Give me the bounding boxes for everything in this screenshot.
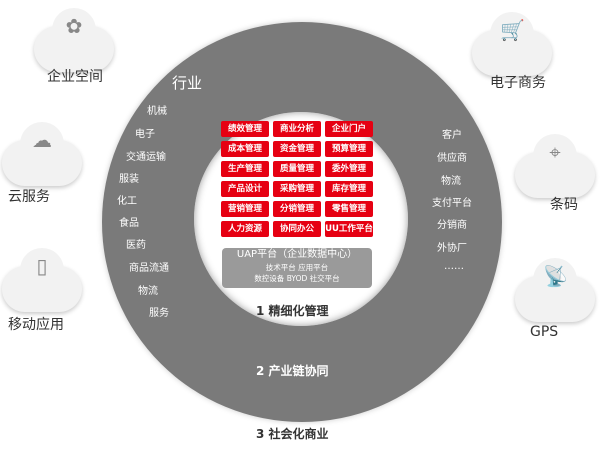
module-cell: 零售管理 [325, 201, 373, 217]
module-grid: 绩效管理 商业分析 企业门户 成本管理 资金管理 预算管理 生产管理 质量管理 … [221, 121, 373, 237]
industry-item: 商品流通 [129, 263, 169, 274]
module-cell: 营销管理 [221, 201, 269, 217]
cloud-ecommerce: 🛒 [472, 12, 552, 76]
chain-item: …… [444, 261, 464, 272]
module-cell: 资金管理 [273, 141, 321, 157]
cloud-barcode: ⌖ [515, 134, 595, 198]
chain-item: 供应商 [437, 153, 467, 164]
module-cell: 商业分析 [273, 121, 321, 137]
cloud-label: 移动应用 [8, 317, 64, 333]
industry-item: 交通运输 [126, 152, 166, 163]
cloud-gps: 📡 [515, 258, 595, 322]
cloud-label: GPS [530, 324, 559, 340]
uap-line: 技术平台 应用平台 [265, 263, 329, 272]
module-cell: 绩效管理 [221, 121, 269, 137]
module-cell: 采购管理 [273, 181, 321, 197]
mobile-chat-icon: ▯ [36, 254, 48, 278]
ring-label-2: 2 产业链协同 [256, 364, 329, 378]
module-cell: 人力资源 [221, 221, 269, 237]
cloud-share-icon: ☁ [32, 128, 52, 152]
industry-title: 行业 [172, 74, 203, 92]
industry-item: 食品 [119, 218, 139, 229]
satellite-icon: 📡 [543, 264, 568, 288]
chain-item: 支付平台 [432, 198, 472, 209]
cloud-label: 条码 [550, 197, 578, 213]
uap-line: 数控设备 BYOD 社交平台 [254, 274, 340, 283]
chain-item: 外协厂 [437, 243, 467, 254]
module-cell: 质量管理 [273, 161, 321, 177]
industry-item: 化工 [117, 196, 137, 207]
chain-item: 客户 [442, 130, 462, 141]
chain-item: 分销商 [437, 220, 467, 231]
chain-item: 物流 [441, 176, 461, 187]
module-cell: 委外管理 [325, 161, 373, 177]
industry-item: 医药 [126, 240, 146, 251]
uap-platform: UAP平台（企业数据中心） 技术平台 应用平台 数控设备 BYOD 社交平台 [222, 248, 372, 288]
industry-item: 机械 [147, 106, 167, 117]
uap-title: UAP平台（企业数据中心） [236, 249, 358, 260]
cloud-label: 电子商务 [490, 75, 546, 91]
module-cell: 分销管理 [273, 201, 321, 217]
module-cell: 协同办公 [273, 221, 321, 237]
cloud-enterprise-space: ✿ [34, 8, 114, 72]
module-cell: 企业门户 [325, 121, 373, 137]
industry-item: 电子 [135, 129, 155, 140]
module-cell: 成本管理 [221, 141, 269, 157]
module-cell: 库存管理 [325, 181, 373, 197]
module-cell: 产品设计 [221, 181, 269, 197]
industry-item: 物流 [138, 286, 158, 297]
industry-item: 服装 [119, 174, 139, 185]
module-cell: 预算管理 [325, 141, 373, 157]
ring-label-3: 3 社会化商业 [256, 427, 329, 441]
module-cell: 生产管理 [221, 161, 269, 177]
cart-icon: 🛒 [500, 18, 525, 42]
cloud-label: 企业空间 [47, 69, 103, 85]
flower-icon: ✿ [65, 14, 83, 38]
ring-label-1: 1 精细化管理 [256, 304, 329, 318]
cloud-cloud-service: ☁ [2, 122, 82, 186]
map-icon: ⌖ [549, 140, 561, 164]
module-cell: UU工作平台 [325, 221, 373, 237]
cloud-label: 云服务 [8, 189, 50, 205]
cloud-mobile: ▯ [2, 248, 82, 312]
industry-item: 服务 [149, 308, 169, 319]
